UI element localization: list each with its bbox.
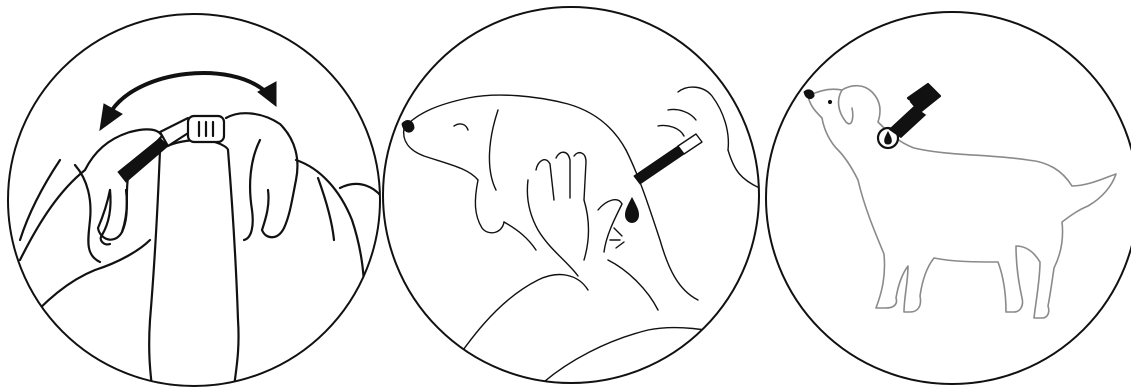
step-3-circle <box>766 12 1131 384</box>
step-2-circle <box>383 7 759 383</box>
step-1-twist-pipette <box>0 0 384 387</box>
step-1-circle <box>8 14 380 386</box>
step-2-apply-drop <box>378 0 764 387</box>
step-3-dog-spot <box>758 0 1131 387</box>
